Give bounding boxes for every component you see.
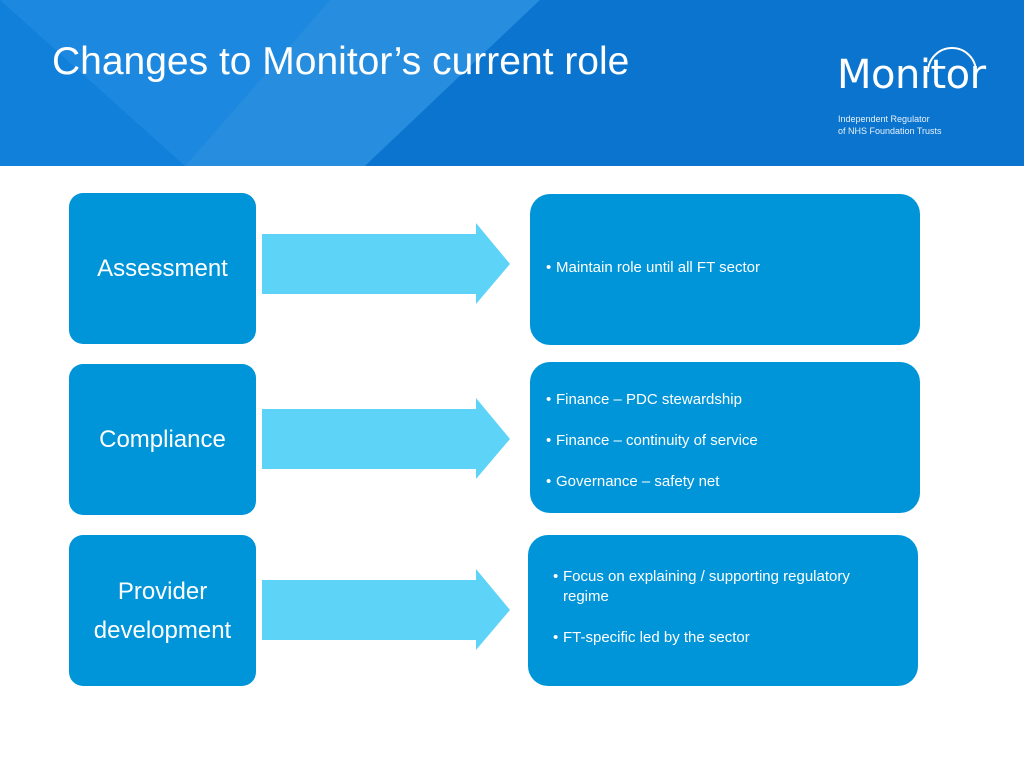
compliance-arrow-icon [262,398,510,479]
provider-development-arrow-icon [262,569,510,650]
list-item: Focus on explaining / supporting regulat… [553,567,898,607]
monitor-logo: Monitor [837,52,986,98]
monitor-logo-arc-icon [927,47,977,73]
assessment-box: Assessment [69,193,256,344]
provider-development-box: Provider development [69,535,256,686]
list-item: Finance – PDC stewardship [546,390,904,410]
assessment-detail-box: Maintain role until all FT sector [530,194,920,345]
compliance-box: Compliance [69,364,256,515]
provider-development-label-line-2: development [93,616,232,644]
list-item: Governance – safety net [546,472,904,492]
header-background [0,0,1024,166]
logo-subtitle: Independent Regulator of NHS Foundation … [838,113,942,137]
list-item: Maintain role until all FT sector [546,258,904,278]
header-banner: Changes to Monitor’s current role Monito… [0,0,1024,166]
compliance-label: Compliance [99,426,226,453]
assessment-arrow-icon [262,223,510,304]
assessment-label: Assessment [97,255,228,282]
list-item: FT-specific led by the sector [553,628,898,648]
logo-subtitle-line-1: Independent Regulator [838,114,930,124]
provider-development-label-line-1: Provider [117,577,208,605]
list-item: Finance – continuity of service [546,431,904,451]
page-title: Changes to Monitor’s current role [52,40,630,83]
provider-development-detail-box: Focus on explaining / supporting regulat… [528,535,918,686]
logo-subtitle-line-2: of NHS Foundation Trusts [838,126,942,136]
compliance-detail-box: Finance – PDC stewardship Finance – cont… [530,362,920,513]
